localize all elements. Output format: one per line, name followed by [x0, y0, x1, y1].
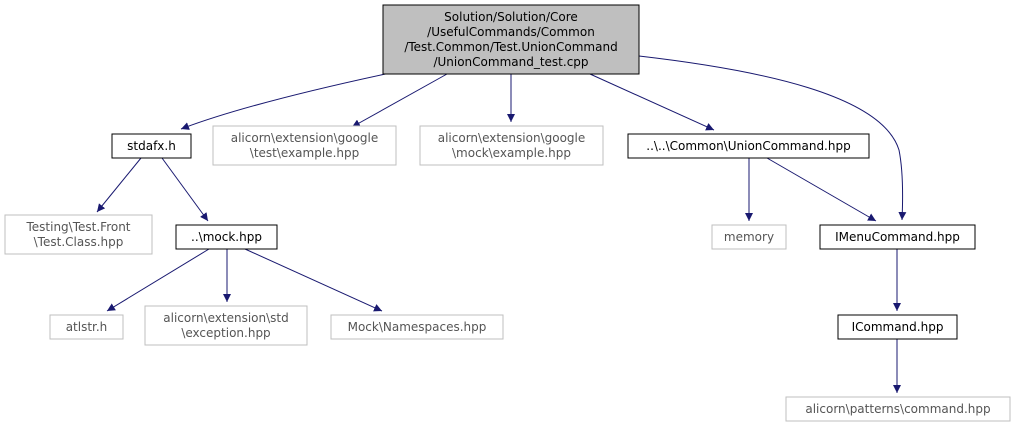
- node-box: [111, 133, 192, 159]
- edge-stdafx-to-mock_hpp: [161, 157, 209, 222]
- node-box: [419, 125, 604, 166]
- node-label-line: \mock\example.hpp: [452, 146, 571, 160]
- node-stdafx[interactable]: stdafx.h: [111, 133, 192, 159]
- node-label-line: ..\..\Common\UnionCommand.hpp: [646, 139, 850, 153]
- node-box: [819, 224, 976, 250]
- node-label-line: memory: [724, 230, 774, 244]
- node-label-line: ..\mock.hpp: [191, 230, 262, 244]
- node-label-line: stdafx.h: [127, 139, 176, 153]
- node-atlstr: atlstr.h: [49, 314, 124, 340]
- edge-union_hpp-to-imenu: [766, 157, 877, 222]
- edge-root-to-imenu: [638, 55, 907, 221]
- node-label-line: ICommand.hpp: [852, 320, 944, 334]
- edges-layer: [96, 55, 907, 393]
- node-label-line: Testing\Test.Front: [25, 220, 130, 234]
- node-memory: memory: [711, 224, 787, 250]
- node-label-line: /UsefulCommands/Common: [427, 25, 595, 39]
- node-box: [382, 4, 640, 75]
- node-label-line: \exception.hpp: [181, 326, 270, 340]
- node-box: [837, 314, 958, 340]
- node-label-line: alicorn\extension\std: [163, 311, 288, 325]
- node-label-line: alicorn\extension\google: [438, 131, 586, 145]
- node-root[interactable]: Solution/Solution/Core/UsefulCommands/Co…: [382, 4, 640, 75]
- node-label-line: Solution/Solution/Core: [444, 10, 578, 24]
- edge-root-to-google_test: [351, 73, 448, 128]
- node-mock-namespaces: Mock\Namespaces.hpp: [330, 314, 504, 340]
- edge-stdafx-to-testing_front: [96, 157, 142, 213]
- node-label-line: alicorn\extension\google: [231, 131, 379, 145]
- node-box: [144, 305, 308, 346]
- node-box: [627, 133, 870, 159]
- node-label-line: Mock\Namespaces.hpp: [348, 320, 487, 334]
- node-box: [212, 125, 397, 166]
- node-patterns-command: alicorn\patterns\command.hpp: [785, 396, 1011, 422]
- node-label-line: alicorn\patterns\command.hpp: [805, 402, 990, 416]
- node-box: [4, 214, 153, 255]
- node-label-line: IMenuCommand.hpp: [835, 230, 960, 244]
- nodes-layer: Solution/Solution/Core/UsefulCommands/Co…: [4, 4, 1011, 422]
- node-testing-front: Testing\Test.Front\Test.Class.hpp: [4, 214, 153, 255]
- edge-mock_hpp-to-mock_namespaces: [244, 248, 383, 312]
- node-box: [785, 396, 1011, 422]
- node-box: [711, 224, 787, 250]
- node-google-mock: alicorn\extension\google\mock\example.hp…: [419, 125, 604, 166]
- node-label-line: /Test.Common/Test.UnionCommand: [404, 40, 617, 54]
- node-box: [175, 224, 278, 250]
- node-box: [330, 314, 504, 340]
- edge-root-to-union_hpp: [589, 73, 715, 131]
- node-label-line: \Test.Class.hpp: [34, 235, 124, 249]
- node-label-line: /UnionCommand_test.cpp: [433, 55, 588, 69]
- node-google-test: alicorn\extension\google\test\example.hp…: [212, 125, 397, 166]
- node-label-line: atlstr.h: [66, 320, 108, 334]
- node-std-exception: alicorn\extension\std\exception.hpp: [144, 305, 308, 346]
- edge-mock_hpp-to-atlstr: [106, 248, 210, 312]
- node-label-line: \test\example.hpp: [250, 146, 359, 160]
- node-mock-hpp[interactable]: ..\mock.hpp: [175, 224, 278, 250]
- node-imenu[interactable]: IMenuCommand.hpp: [819, 224, 976, 250]
- node-icommand[interactable]: ICommand.hpp: [837, 314, 958, 340]
- edge-root-to-stdafx: [180, 72, 391, 130]
- node-box: [49, 314, 124, 340]
- node-union-hpp[interactable]: ..\..\Common\UnionCommand.hpp: [627, 133, 870, 159]
